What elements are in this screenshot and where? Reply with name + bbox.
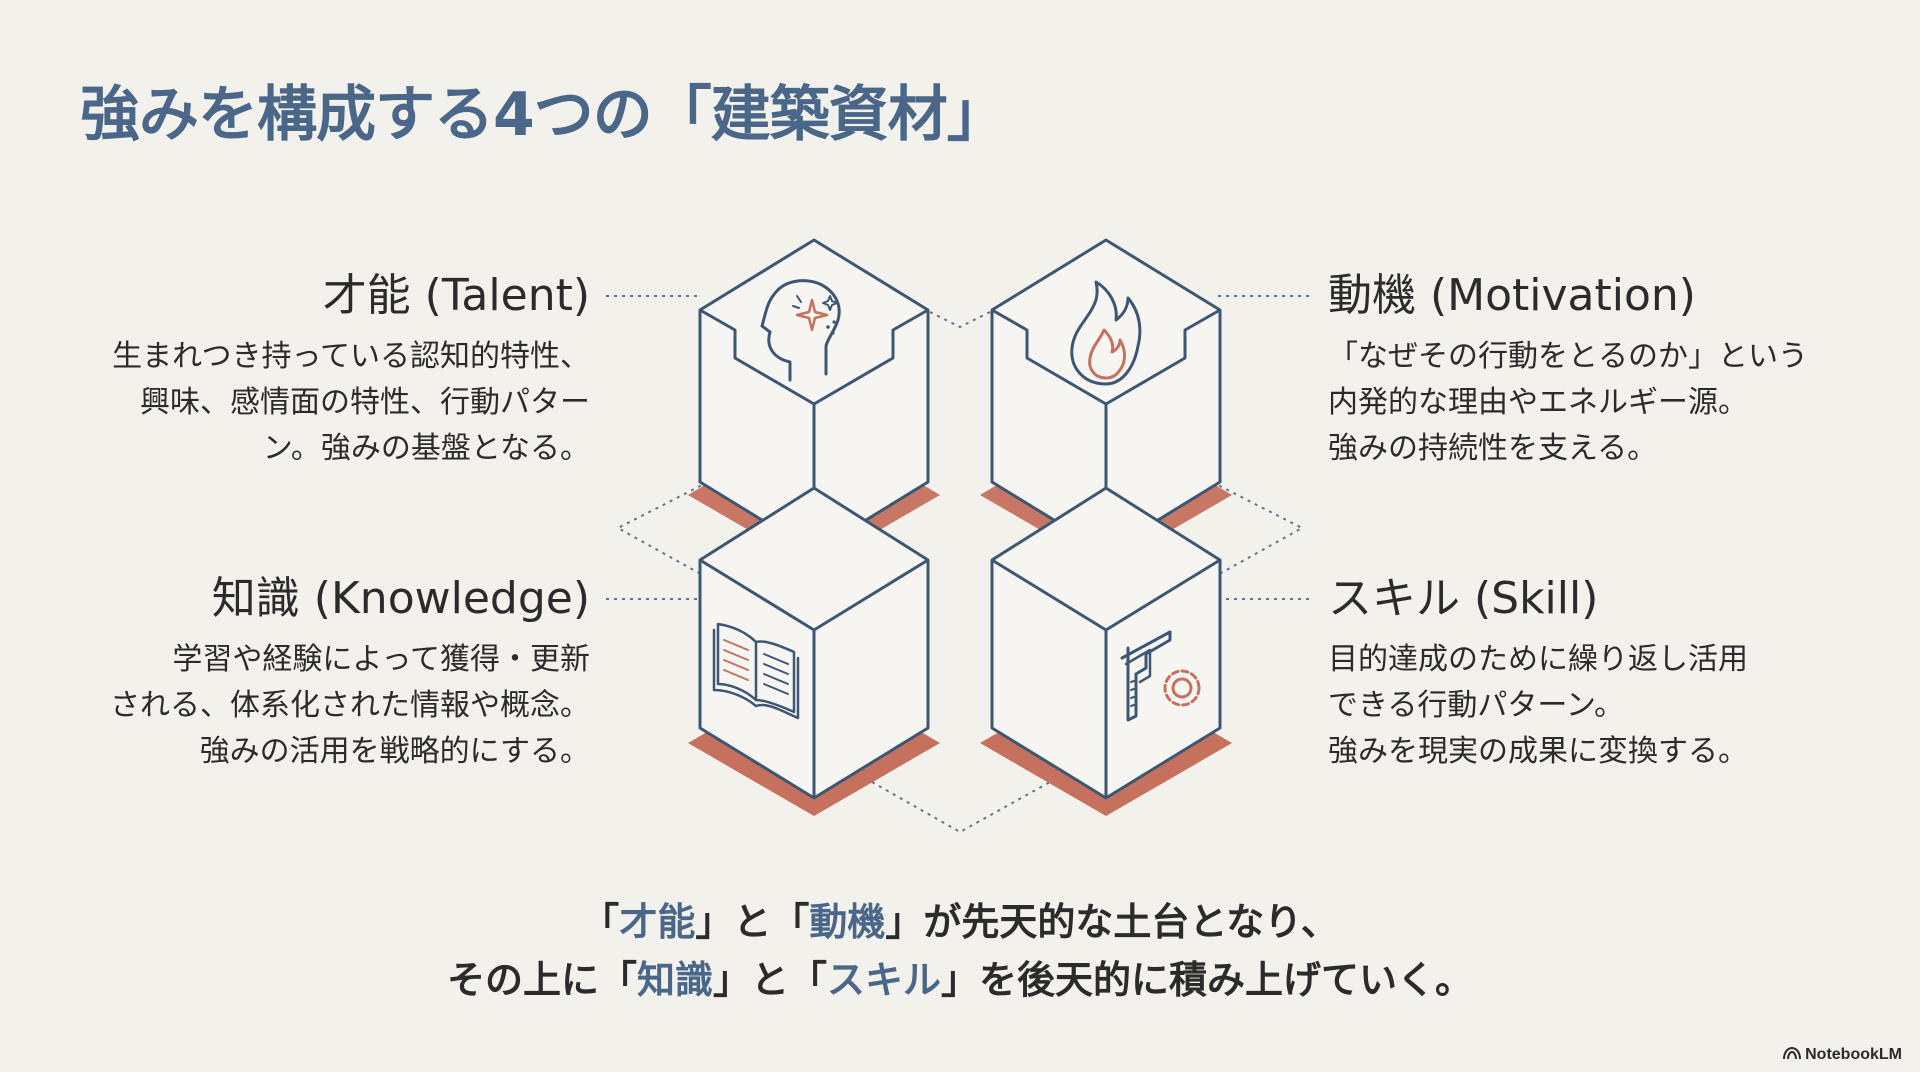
summary-text: 「才能」と「動機」が先天的な土台となり、 その上に「知識」と「スキル」を後天的に… bbox=[0, 893, 1920, 1009]
notebooklm-logo-icon bbox=[1782, 1046, 1801, 1060]
summary-highlight-skill: スキル bbox=[827, 958, 942, 1002]
summary-highlight-talent: 才能 bbox=[619, 900, 696, 944]
flame-icon bbox=[1070, 280, 1142, 386]
skill-line: 目的達成のために繰り返し活用 bbox=[1328, 642, 1748, 677]
summary-bracket: 「 bbox=[581, 900, 620, 944]
knowledge-line: 学習や経験によって獲得・更新 bbox=[172, 642, 590, 677]
book-icon bbox=[712, 622, 800, 720]
skill-line: 強みを現実の成果に変換する。 bbox=[1328, 734, 1748, 769]
knowledge-block: 知識 (Knowledge) 学習や経験によって獲得・更新 される、体系化された… bbox=[110, 569, 590, 775]
caliper-gear-icon bbox=[1120, 630, 1201, 722]
skill-heading: スキル (Skill) bbox=[1328, 573, 1599, 624]
talent-line: 興味、感情面の特性、行動パター bbox=[140, 385, 590, 420]
summary-highlight-knowledge: 知識 bbox=[636, 958, 713, 1002]
talent-line: 生まれつき持っている認知的特性、 bbox=[112, 339, 590, 374]
knowledge-line: される、体系化された情報や概念。 bbox=[110, 688, 590, 723]
summary-highlight-motivation: 動機 bbox=[809, 900, 886, 944]
skill-description: 目的達成のために繰り返し活用 できる行動パターン。 強みを現実の成果に変換する。 bbox=[1328, 637, 1748, 775]
summary-connector: 」と「 bbox=[695, 900, 810, 944]
knowledge-cube bbox=[698, 486, 930, 800]
summary-tail: 」が先天的な土台となり、 bbox=[885, 900, 1339, 944]
talent-heading: 才能 (Talent) bbox=[322, 270, 590, 321]
motivation-line: 強みの持続性を支える。 bbox=[1328, 431, 1658, 466]
knowledge-heading: 知識 (Knowledge) bbox=[211, 573, 590, 624]
motivation-line: 内発的な理由やエネルギー源。 bbox=[1328, 385, 1748, 420]
page-title: 強みを構成する4つの「建築資材」 bbox=[80, 80, 1007, 150]
skill-cube bbox=[990, 486, 1222, 800]
motivation-line: 「なぜその行動をとるのか」という bbox=[1328, 339, 1808, 374]
summary-line-2: その上に「知識」と「スキル」を後天的に積み上げていく。 bbox=[0, 951, 1920, 1009]
knowledge-description: 学習や経験によって獲得・更新 される、体系化された情報や概念。 強みの活用を戦略… bbox=[110, 637, 590, 775]
dotted-base-diamond bbox=[615, 311, 1305, 834]
motivation-description: 「なぜその行動をとるのか」という 内発的な理由やエネルギー源。 強みの持続性を支… bbox=[1328, 334, 1808, 472]
head-sparkle-icon bbox=[760, 279, 841, 382]
summary-prefix: その上に「 bbox=[446, 958, 637, 1002]
notebooklm-brand: NotebookLM bbox=[1782, 1046, 1902, 1064]
knowledge-line: 強みの活用を戦略的にする。 bbox=[199, 734, 590, 769]
summary-connector: 」と「 bbox=[712, 958, 827, 1002]
summary-line-1: 「才能」と「動機」が先天的な土台となり、 bbox=[0, 893, 1920, 951]
skill-line: できる行動パターン。 bbox=[1328, 688, 1625, 723]
summary-tail: 」を後天的に積み上げていく。 bbox=[941, 958, 1474, 1002]
brand-label: NotebookLM bbox=[1805, 1046, 1902, 1063]
motivation-heading: 動機 (Motivation) bbox=[1328, 270, 1696, 321]
talent-line: ン。強みの基盤となる。 bbox=[262, 431, 590, 466]
skill-block: スキル (Skill) 目的達成のために繰り返し活用 できる行動パターン。 強み… bbox=[1328, 569, 1748, 775]
motivation-block: 動機 (Motivation) 「なぜその行動をとるのか」という 内発的な理由や… bbox=[1328, 266, 1808, 472]
talent-block: 才能 (Talent) 生まれつき持っている認知的特性、 興味、感情面の特性、行… bbox=[112, 266, 590, 472]
talent-description: 生まれつき持っている認知的特性、 興味、感情面の特性、行動パター ン。強みの基盤… bbox=[112, 334, 590, 472]
